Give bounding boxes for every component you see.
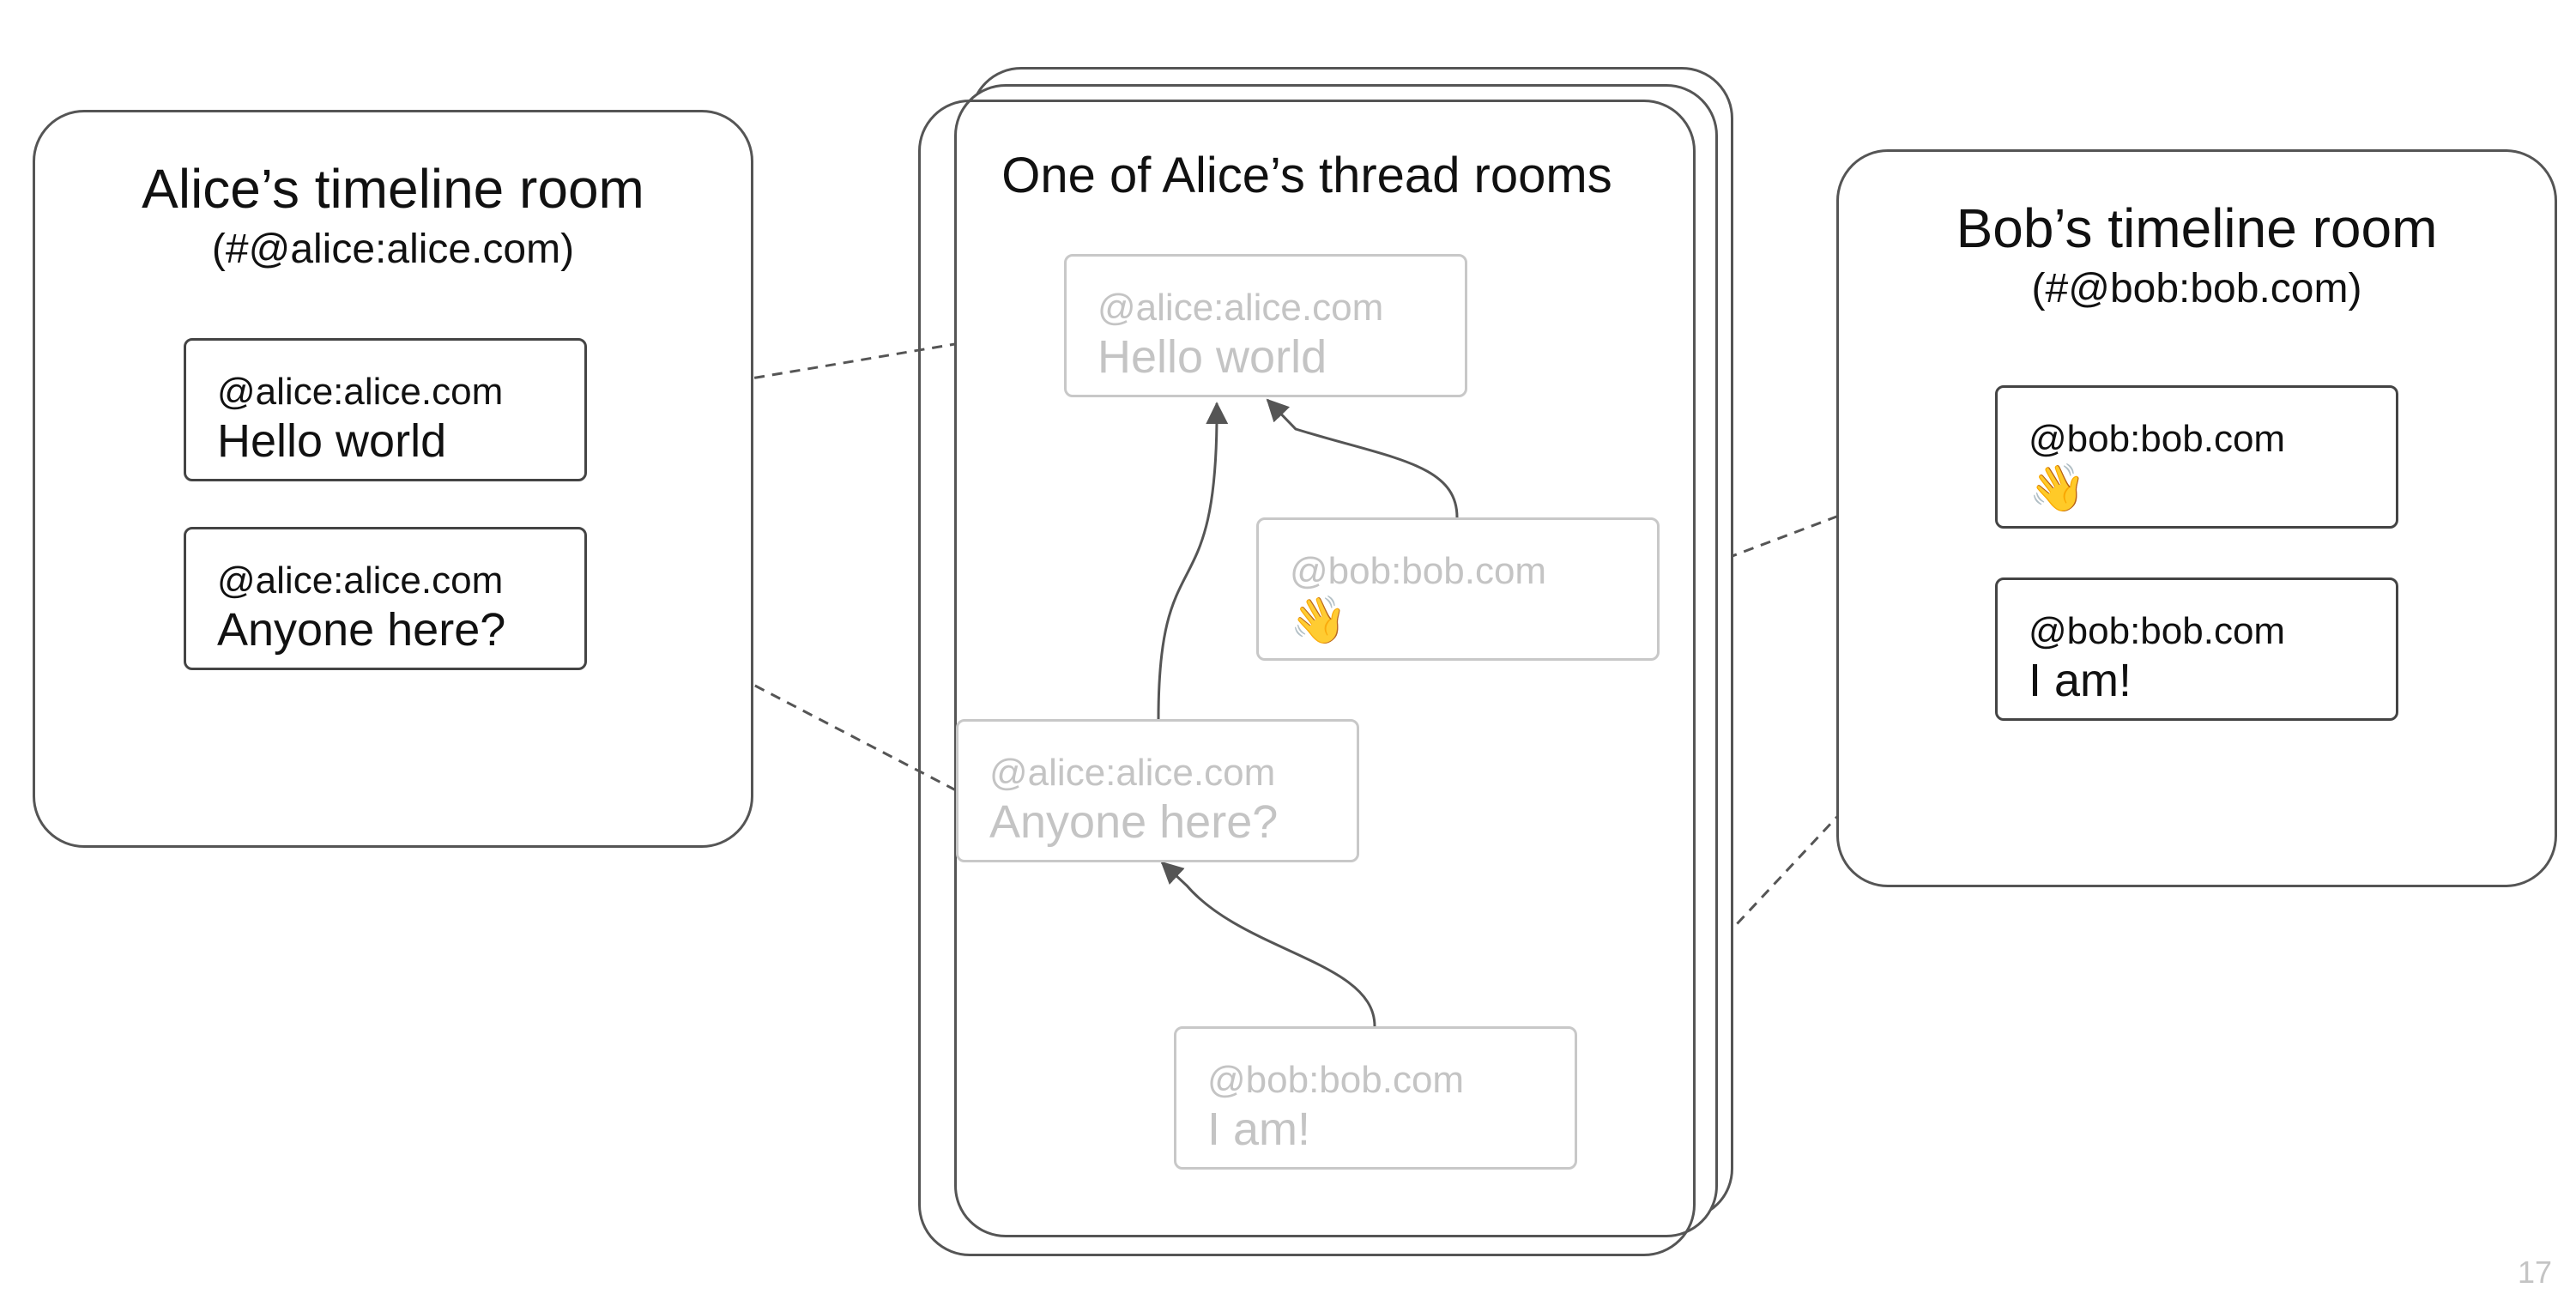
message-body: Hello world <box>217 415 447 467</box>
message-body: I am! <box>2029 655 2132 706</box>
wave-emoji-icon: 👋 <box>1290 595 1348 646</box>
thread-message-wave[interactable]: @bob:bob.com 👋 <box>1256 517 1660 661</box>
bob-message-wave[interactable]: @bob:bob.com 👋 <box>1995 385 2398 529</box>
message-sender: @alice:alice.com <box>1098 287 1384 329</box>
alice-room-title: Alice’s timeline room <box>142 158 644 220</box>
message-sender: @bob:bob.com <box>1207 1059 1465 1101</box>
alice-room-subtitle: (#@alice:alice.com) <box>211 227 575 272</box>
bob-room-subtitle: (#@bob:bob.com) <box>2031 266 2362 311</box>
thread-room-title: One of Alice’s thread rooms <box>1001 148 1612 203</box>
thread-message-hello[interactable]: @alice:alice.com Hello world <box>1064 254 1467 397</box>
alice-message-anyone[interactable]: @alice:alice.com Anyone here? <box>184 527 587 670</box>
message-body: Anyone here? <box>989 796 1279 848</box>
message-sender: @alice:alice.com <box>217 371 504 413</box>
message-sender: @bob:bob.com <box>1290 550 1547 592</box>
message-body: Anyone here? <box>217 604 506 656</box>
bob-message-iam[interactable]: @bob:bob.com I am! <box>1995 577 2398 721</box>
message-sender: @alice:alice.com <box>217 559 504 602</box>
wave-emoji-icon: 👋 <box>2029 463 2087 514</box>
message-body: Hello world <box>1098 331 1327 383</box>
alice-thread-room: One of Alice’s thread rooms <box>918 100 1696 1256</box>
alice-message-hello[interactable]: @alice:alice.com Hello world <box>184 338 587 481</box>
message-sender: @bob:bob.com <box>2029 610 2286 652</box>
thread-message-anyone[interactable]: @alice:alice.com Anyone here? <box>956 719 1359 862</box>
message-body: I am! <box>1207 1104 1311 1155</box>
thread-message-iam[interactable]: @bob:bob.com I am! <box>1174 1026 1577 1170</box>
message-sender: @alice:alice.com <box>989 752 1276 794</box>
page-number: 17 <box>2517 1255 2552 1290</box>
message-sender: @bob:bob.com <box>2029 418 2286 460</box>
bob-room-title: Bob’s timeline room <box>1956 197 2438 259</box>
